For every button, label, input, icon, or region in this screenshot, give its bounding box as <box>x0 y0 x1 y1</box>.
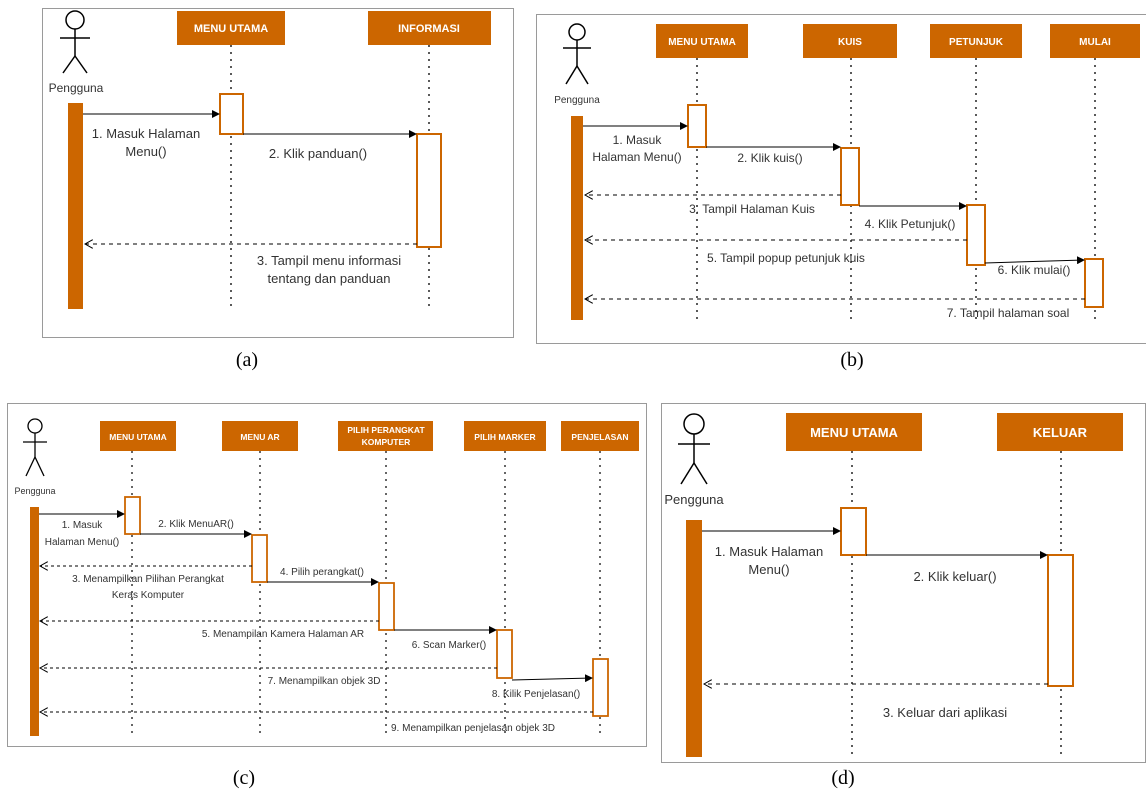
activation-box <box>840 507 867 556</box>
lifeline-label: PENJELASAN <box>571 432 628 442</box>
lifeline-menu-utama <box>177 11 285 45</box>
activation-box <box>687 104 707 148</box>
message-label: 1. Masuk <box>613 133 663 147</box>
activation-box <box>592 658 609 717</box>
diagram-a: Pengguna MENU UTAMA INFORMASI 1. Masuk H… <box>49 10 491 310</box>
actor-icon <box>563 23 591 85</box>
actor-label: Pengguna <box>664 492 724 507</box>
activation-box <box>1047 554 1074 687</box>
activation-box <box>496 629 513 679</box>
caption-d: (d) <box>831 767 855 789</box>
message-arrow <box>511 674 593 683</box>
lifeline-label: MULAI <box>1079 37 1111 48</box>
actor-activation-bar <box>686 520 702 757</box>
activation-box <box>124 496 141 535</box>
message-label: 9. Menampilkan penjelasan objek 3D <box>391 723 555 734</box>
message-arrow <box>984 256 1085 265</box>
message-label: 3. Tampil Halaman Kuis <box>689 202 815 216</box>
message-label: 4. Klik Petunjuk() <box>865 217 956 231</box>
activation-box <box>378 582 395 631</box>
message-label: 7. Tampil halaman soal <box>947 306 1070 320</box>
message-label: Halaman Menu() <box>45 537 119 548</box>
lifeline-penjelasan <box>561 421 639 451</box>
lifeline-label: MENU AR <box>240 432 279 442</box>
diagram-d: Pengguna MENU UTAMA KELUAR 1. Masuk Hala… <box>664 413 1123 757</box>
lifeline-menu-utama <box>656 24 748 58</box>
caption-a: (a) <box>235 349 259 371</box>
lifeline-kuis <box>803 24 897 58</box>
actor-icon <box>60 10 90 74</box>
message-label: 2. Klik panduan() <box>269 146 367 161</box>
message-label: Menu() <box>125 144 166 159</box>
message-label: 2. Klik keluar() <box>913 569 996 584</box>
message-label: Menu() <box>748 562 789 577</box>
lifeline-label: KUIS <box>838 37 862 48</box>
message-label: 8. Kilik Penjelasan() <box>492 689 580 700</box>
message-label: tentang dan panduan <box>268 271 391 286</box>
lifeline-label: MENU UTAMA <box>810 425 898 440</box>
message-label: 1. Masuk <box>62 520 104 531</box>
diagram-b: Pengguna MENU UTAMA KUIS PETUNJUK MULAI … <box>554 23 1140 322</box>
lifeline-label: INFORMASI <box>398 23 460 35</box>
activation-box <box>219 93 244 135</box>
lifeline-label: PILIH PERANGKAT <box>347 425 425 435</box>
actor-icon <box>23 418 47 477</box>
lifeline-label: MENU UTAMA <box>194 23 268 35</box>
message-label: 5. Menampilan Kamera Halaman AR <box>202 629 364 640</box>
actor-activation-bar <box>571 116 583 320</box>
actor-activation-bar <box>30 507 39 736</box>
diagram-c: Pengguna MENU UTAMA MENU AR PILIH PERANG… <box>14 418 639 738</box>
activation-box <box>1084 258 1104 308</box>
actor-activation-bar <box>68 103 83 309</box>
message-label: Keras Komputer <box>112 590 185 601</box>
message-label: 5. Tampil popup petunjuk kuis <box>707 251 865 265</box>
message-label: 3. Menampilkan Pilihan Perangkat <box>72 574 224 585</box>
lifeline-label: MENU UTAMA <box>668 37 736 48</box>
lifeline-keluar <box>997 413 1123 451</box>
lifeline-pilih-perangkat-komputer <box>338 421 433 451</box>
actor-icon <box>678 413 710 485</box>
lifeline-label: MENU UTAMA <box>109 432 166 442</box>
message-label: 6. Scan Marker() <box>412 640 486 651</box>
lifeline-label: PILIH MARKER <box>474 432 535 442</box>
lifeline-label: PETUNJUK <box>949 37 1004 48</box>
message-label: 6. Klik mulai() <box>998 263 1071 277</box>
lifeline-menu-utama <box>786 413 922 451</box>
message-label: 2. Klik kuis() <box>737 151 802 165</box>
lifeline-informasi <box>368 11 491 45</box>
activation-box <box>416 133 442 248</box>
caption-b: (b) <box>840 349 864 371</box>
actor-label: Pengguna <box>49 81 104 95</box>
lifeline-label: KOMPUTER <box>362 437 411 447</box>
message-label: 7. Menampilkan objek 3D <box>268 676 381 687</box>
lifeline-pilih-marker <box>464 421 546 451</box>
message-label: 1. Masuk Halaman <box>92 126 200 141</box>
caption-c: (c) <box>232 767 256 789</box>
lifeline-label: KELUAR <box>1033 425 1088 440</box>
lifeline-menu-ar <box>222 421 298 451</box>
lifeline-menu-utama <box>100 421 176 451</box>
activation-box <box>966 204 986 266</box>
lifeline-mulai <box>1050 24 1140 58</box>
message-label: 4. Pilih perangkat() <box>280 567 364 578</box>
diagram-c-panel <box>7 403 647 747</box>
message-label: 3. Keluar dari aplikasi <box>883 705 1007 720</box>
message-label: Halaman Menu() <box>592 150 681 164</box>
message-label: 3. Tampil menu informasi <box>257 253 401 268</box>
message-label: 1. Masuk Halaman <box>715 544 823 559</box>
lifeline-petunjuk <box>930 24 1022 58</box>
message-label: 2. Klik MenuAR() <box>158 519 234 530</box>
actor-label: Pengguna <box>14 486 55 496</box>
activation-box <box>251 534 268 583</box>
activation-box <box>840 147 860 206</box>
actor-label: Pengguna <box>554 95 600 106</box>
